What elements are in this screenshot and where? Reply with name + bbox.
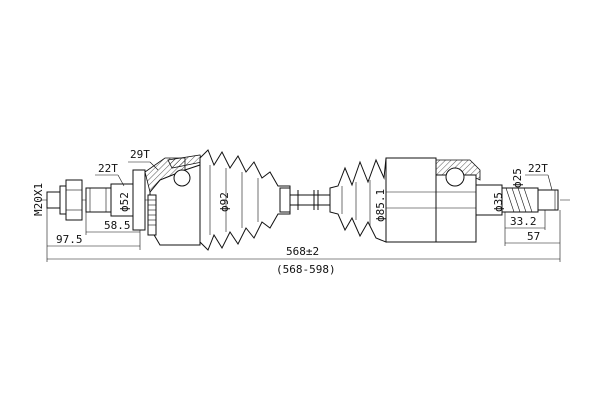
left-spline-teeth-label: 22T bbox=[98, 162, 118, 175]
right-diameter-1-label: ϕ35 bbox=[492, 192, 505, 212]
outer-cv-joint bbox=[144, 154, 203, 246]
right-length-2-label: 57 bbox=[527, 230, 540, 243]
left-length-2-label: 97.5 bbox=[56, 233, 83, 246]
outer-boot bbox=[199, 149, 291, 251]
left-length-1-label: 58.5 bbox=[104, 219, 131, 232]
abs-ring-teeth-label: 29T bbox=[130, 148, 150, 161]
right-stub bbox=[501, 187, 559, 213]
thread-label: M20X1 bbox=[32, 183, 45, 216]
right-spline-teeth-label: 22T bbox=[528, 162, 548, 175]
overall-length-label: 568±2 bbox=[286, 245, 319, 258]
axle-shaft bbox=[289, 190, 336, 210]
inner-cv-joint bbox=[385, 157, 503, 243]
right-diameter-2-label: ϕ25 bbox=[511, 168, 524, 188]
right-length-1-label: 33.2 bbox=[510, 215, 537, 228]
length-range-label: (568-598) bbox=[276, 263, 336, 276]
left-diameter-label: ϕ52 bbox=[118, 192, 131, 212]
outer-boot-diameter-label: ϕ92 bbox=[218, 192, 231, 212]
left-stub bbox=[46, 169, 146, 231]
inner-boot-diameter-label: ϕ85.1 bbox=[374, 189, 387, 222]
dimension-lines bbox=[46, 161, 561, 262]
